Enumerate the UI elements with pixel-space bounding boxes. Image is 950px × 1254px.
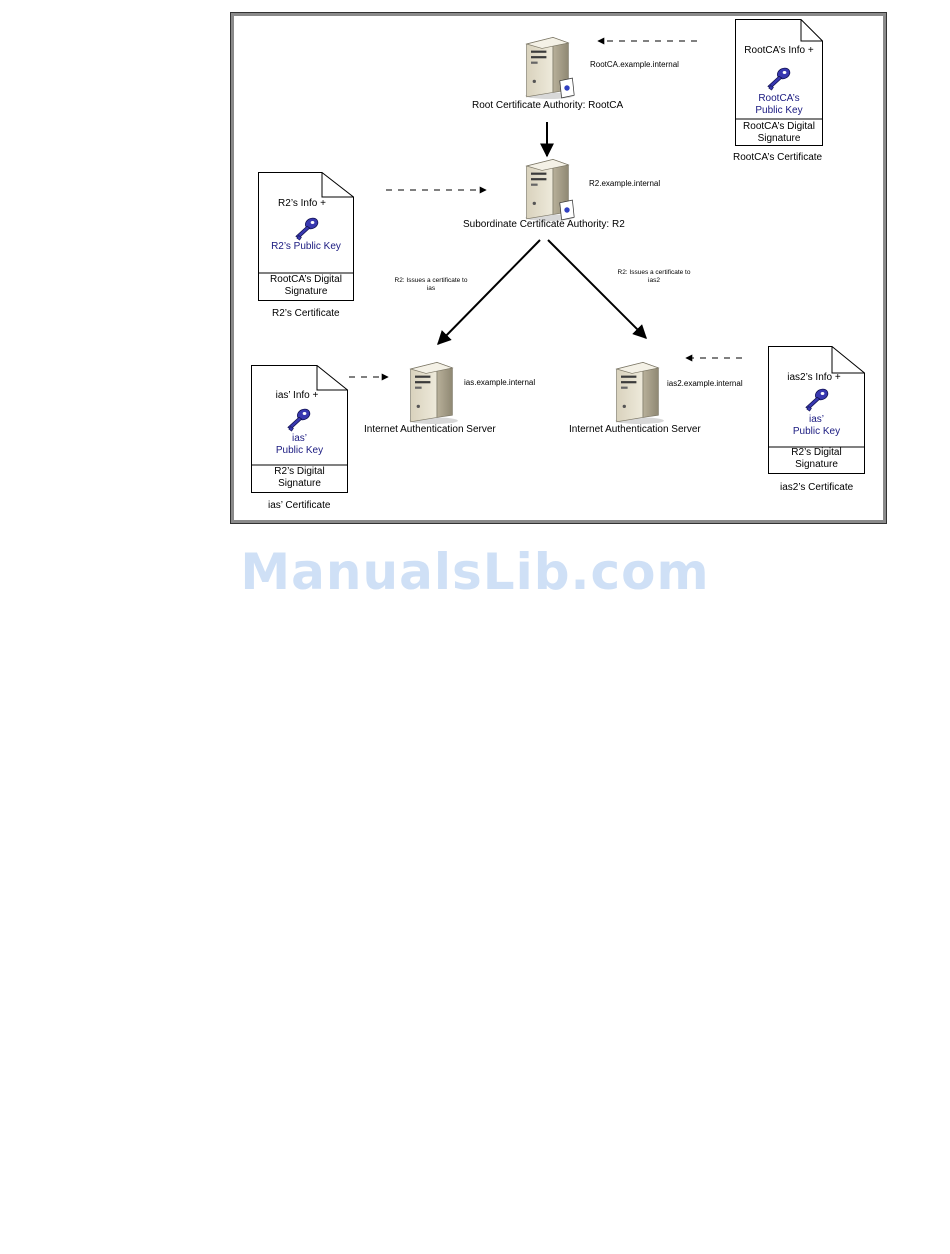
sub-to-ias2-arrow	[547, 239, 647, 339]
cert-public-key: RootCA’s Public Key	[755, 93, 803, 116]
ias-certificate: ias’ Info + ias’ Public Key R2’s Digital…	[251, 365, 348, 493]
cert-info: R2’s Info +	[278, 198, 326, 209]
server-icon	[408, 361, 459, 424]
ias2-host: ias2.example.internal	[667, 379, 743, 388]
cert-signature: R2’s Digital Signature	[791, 447, 842, 470]
certificate-document-icon	[258, 172, 354, 301]
ias2-certificate: ias2’s Info + ias’ Public Key R2’s Digit…	[768, 346, 865, 474]
sub-ca-host: R2.example.internal	[589, 179, 661, 188]
root-ca-title: Root Certificate Authority: RootCA	[472, 100, 624, 111]
cert-signature: R2’s Digital Signature	[274, 466, 325, 489]
key-icon	[287, 408, 313, 432]
certificate-document-icon	[735, 19, 823, 146]
cert-signature: RootCA’s Digital Signature	[270, 274, 342, 297]
ias-cert-caption: ias’ Certificate	[268, 500, 331, 511]
server-icon	[524, 158, 575, 222]
r2-cert-caption: R2’s Certificate	[272, 308, 340, 319]
certificate-document-icon	[251, 365, 348, 493]
issue-label-ias: R2: Issues a certificate to ias	[394, 277, 468, 292]
sub-ca-title: Subordinate Certificate Authority: R2	[463, 219, 625, 230]
cert-info: RootCA’s Info +	[744, 45, 814, 56]
key-icon	[295, 217, 321, 241]
ias-title: Internet Authentication Server	[364, 424, 496, 435]
server-icon	[524, 36, 575, 100]
ias-host: ias.example.internal	[464, 378, 536, 387]
cert-info: ias2’s Info +	[787, 372, 841, 383]
connectors	[349, 37, 742, 381]
root-ca-host: RootCA.example.internal	[590, 60, 679, 69]
cert-signature: RootCA’s Digital Signature	[743, 121, 815, 144]
cert-public-key: ias’ Public Key	[275, 433, 324, 456]
certificate-document-icon	[768, 346, 865, 474]
rootca-cert-caption: RootCA’s Certificate	[733, 152, 823, 163]
ias2-cert-caption: ias2’s Certificate	[780, 482, 854, 493]
r2-certificate: R2’s Info + R2’s Public Key RootCA’s Dig…	[258, 172, 354, 301]
key-icon	[767, 67, 793, 91]
cert-public-key: ias’ Public Key	[792, 414, 841, 437]
server-icon	[614, 361, 665, 424]
rootca-certificate: RootCA’s Info + RootCA’s Public Key Root…	[735, 19, 823, 146]
sub-to-ias-arrow	[437, 239, 541, 345]
cert-public-key: R2’s Public Key	[271, 241, 341, 252]
issue-label-ias2: R2: Issues a certificate to ias2	[617, 269, 691, 284]
watermark: ManualsLib.com	[240, 543, 710, 601]
ias2-title: Internet Authentication Server	[569, 424, 701, 435]
cert-info: ias’ Info +	[275, 390, 319, 401]
key-icon	[805, 388, 831, 412]
